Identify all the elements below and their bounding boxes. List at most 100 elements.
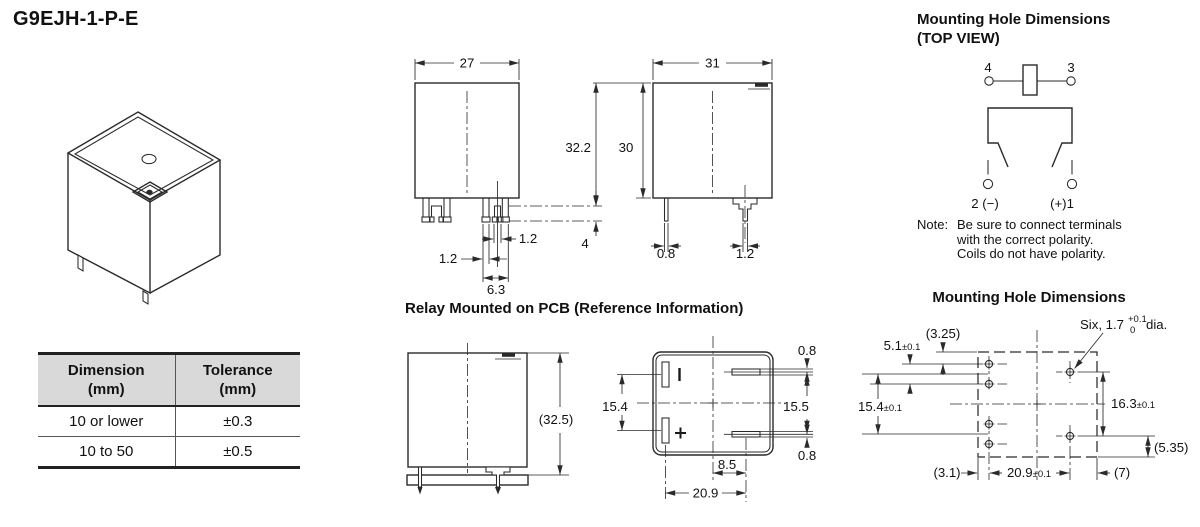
relay-cube xyxy=(66,111,222,305)
dim-front-pin-mid: 1.2 xyxy=(482,224,537,246)
svg-text:0.8: 0.8 xyxy=(798,343,816,358)
svg-text:3: 3 xyxy=(1067,60,1074,75)
table-row: 10 or lower ±0.3 xyxy=(38,406,300,437)
dim-325: (3.25) xyxy=(926,326,960,375)
svg-text:15.5: 15.5 xyxy=(783,399,809,414)
dim-51: 5.1±0.1 xyxy=(884,338,921,394)
pcb-board xyxy=(406,474,529,486)
svg-text:0.8: 0.8 xyxy=(798,448,816,463)
mounting-hole-heading: Mounting Hole Dimensions xyxy=(932,289,1126,306)
svg-text:(3.1): (3.1) xyxy=(933,465,960,480)
svg-text:5.1±0.1: 5.1±0.1 xyxy=(884,338,921,353)
dim-pin-t-bottom: 0.8 xyxy=(760,420,816,463)
svg-text:6.3: 6.3 xyxy=(487,282,505,297)
svg-text:0.8: 0.8 xyxy=(657,246,675,261)
relay-outline-dashed xyxy=(977,351,1098,458)
front-terminals-left xyxy=(421,197,452,223)
mounting-holes-right xyxy=(1056,361,1155,480)
svg-text:2 (−): 2 (−) xyxy=(971,196,998,211)
vent-mark xyxy=(755,83,768,87)
svg-text:(+)1: (+)1 xyxy=(1050,196,1074,211)
svg-text:Six, 1.7 +0.1: Six, 1.7 +0.1 0 dia. xyxy=(1080,310,1167,336)
hole xyxy=(983,418,1007,430)
dim-pin-t-top: 0.8 xyxy=(760,343,816,386)
dim-side-width: 31 xyxy=(652,56,773,80)
svg-text:(5.35): (5.35) xyxy=(1154,440,1188,455)
side-view: 31 30 32.2 4 0.8 xyxy=(509,56,773,261)
bottom-view-drawing: 15.4 15.5 0.8 0.8 xyxy=(602,336,816,502)
dim-163: 16.3±0.1 xyxy=(1100,372,1155,436)
svg-text:(3.25): (3.25) xyxy=(926,326,960,341)
pcb-pin-right xyxy=(485,466,511,488)
table-row: 10 to 50 ±0.5 xyxy=(38,436,300,468)
svg-text:20.9±0.1: 20.9±0.1 xyxy=(1007,465,1051,480)
dim-side-pin-thickness: 0.8 xyxy=(651,223,681,261)
svg-text:4: 4 xyxy=(984,60,991,75)
table-header-dimension: Dimension(mm) xyxy=(38,353,175,407)
pcb-pin-left xyxy=(417,466,423,488)
iso-pin-front xyxy=(142,290,149,305)
tolerance-table: Dimension(mm) Tolerance(mm) 10 or lower … xyxy=(38,352,300,469)
terminal-arrangement-schematic: 4 3 2 (−) (+)1 xyxy=(971,60,1078,211)
bottom-view: 15.4 15.5 0.8 0.8 xyxy=(602,336,816,502)
coil-circuit: 2 (−) (+)1 xyxy=(971,107,1078,211)
pcb-view: (32.5) xyxy=(406,343,573,495)
dim-bottom-row: (3.1) 20.9±0.1 (7) xyxy=(933,458,1130,480)
dim-535: (5.35) xyxy=(1098,436,1188,458)
front-view: 27 1.2 1.2 6.3 xyxy=(414,56,537,297)
contact-circuit: 4 3 xyxy=(984,60,1076,96)
dim-center-offset: 8.5 xyxy=(713,438,747,502)
dim-154: 15.4±0.1 xyxy=(858,374,902,434)
hole xyxy=(983,438,1007,450)
hole xyxy=(983,358,1007,370)
hole xyxy=(1056,430,1155,442)
svg-text:30: 30 xyxy=(619,140,634,155)
svg-text:20.9: 20.9 xyxy=(693,486,719,501)
dim-span: 20.9 xyxy=(665,445,746,502)
terminal-diagram-heading: Mounting Hole Dimensions (TOP VIEW) xyxy=(917,11,1111,47)
dim-heights: 30 32.2 xyxy=(565,82,651,206)
dim-pin-length: 4 xyxy=(509,191,602,251)
svg-text:16.3±0.1: 16.3±0.1 xyxy=(1111,396,1155,411)
svg-text:27: 27 xyxy=(460,56,475,71)
vent-mark xyxy=(502,353,515,357)
plus-mark-icon xyxy=(675,427,686,439)
svg-text:32.2: 32.2 xyxy=(565,140,591,155)
svg-text:1.2: 1.2 xyxy=(439,251,457,266)
moving-contact xyxy=(1022,64,1038,96)
dim-front-pin-outer: 1.2 xyxy=(439,224,507,266)
svg-text:31: 31 xyxy=(705,56,720,71)
hole xyxy=(983,378,1007,390)
hole-diameter-callout: Six, 1.7 +0.1 0 dia. xyxy=(1074,310,1167,369)
dim-side-pin-width: 1.2 xyxy=(730,223,760,261)
coil-terminal-minus xyxy=(661,361,670,388)
coil-terminal-plus xyxy=(661,417,670,444)
mounting-hole-drawing: Six, 1.7 +0.1 0 dia. xyxy=(858,310,1188,480)
front-terminals-right xyxy=(481,181,510,267)
side-pin-coil xyxy=(663,197,669,222)
page-title: G9EJH-1-P-E xyxy=(13,8,139,30)
svg-text:15.4: 15.4 xyxy=(602,399,628,414)
mounting-holes-left xyxy=(983,356,1007,480)
svg-text:(7): (7) xyxy=(1114,465,1130,480)
dim-pitch-left: 15.4 xyxy=(602,374,661,431)
pcb-section-heading: Relay Mounted on PCB (Reference Informat… xyxy=(405,300,744,317)
iso-pin-left xyxy=(77,254,84,272)
svg-text:1.2: 1.2 xyxy=(736,246,754,261)
front-side-view-drawing: 27 1.2 1.2 6.3 xyxy=(414,56,773,297)
svg-text:15.4±0.1: 15.4±0.1 xyxy=(858,399,902,414)
relay-isometric-drawing xyxy=(66,111,222,305)
pcb-mounted-view: (32.5) xyxy=(406,343,573,495)
svg-text:1.2: 1.2 xyxy=(519,231,537,246)
dim-front-width: 27 xyxy=(414,56,520,80)
table-header-tolerance: Tolerance(mm) xyxy=(174,353,300,407)
dim-front-pin-group: 6.3 xyxy=(482,224,509,297)
polarity-note: Note: Be sure to connect terminals with … xyxy=(917,217,1122,262)
dim-pitch-right: 15.5 xyxy=(783,372,810,435)
hole xyxy=(1056,366,1110,378)
front-boss xyxy=(131,181,169,203)
svg-text:(32.5): (32.5) xyxy=(539,412,573,427)
dim-mounted-height: (32.5) xyxy=(527,352,573,476)
svg-text:8.5: 8.5 xyxy=(718,457,736,472)
